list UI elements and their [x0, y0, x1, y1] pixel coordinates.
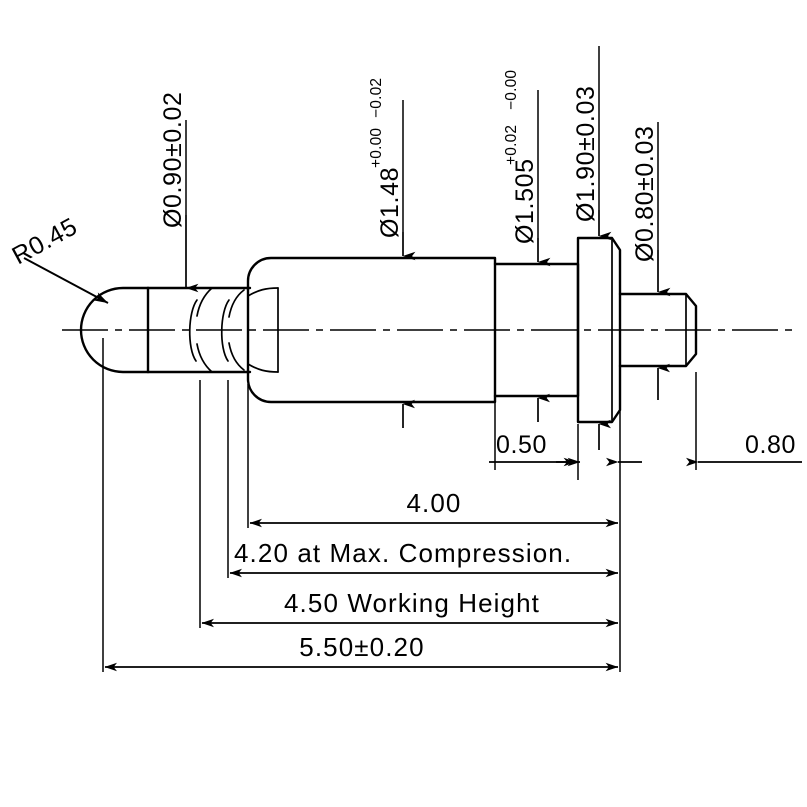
- tail-pin: [618, 292, 698, 368]
- crimp-arc-1: [188, 299, 198, 362]
- dia-148-text-group: Ø1.48: [376, 167, 404, 238]
- dia-1505-text-group: Ø1.505: [511, 158, 539, 244]
- dim-080-label: 0.80: [745, 431, 796, 459]
- radius-leader-line: [23, 257, 109, 304]
- crimp-arc-4: [196, 343, 213, 373]
- barrel-main-body: [246, 256, 497, 404]
- dia-148-label: Ø1.48: [376, 167, 404, 238]
- dim-450-label: 4.50 Working Height: [284, 588, 540, 618]
- barrel-left-fillet-top: [247, 287, 279, 297]
- dia-148-tol-upper-group: +0.00: [368, 128, 385, 168]
- crimp-arc-3: [196, 287, 213, 317]
- dim-050-label: 0.50: [496, 431, 547, 459]
- dia-148-tol-upper: +0.00: [368, 128, 385, 168]
- crimp-arc-6: [228, 342, 245, 371]
- dim-550-label: 5.50±0.20: [299, 632, 424, 662]
- dim-400-label: 4.00: [406, 488, 461, 518]
- dia-080-label: Ø0.80±0.03: [631, 126, 659, 262]
- dia-190-label: Ø1.90±0.03: [572, 86, 600, 222]
- dia-090-label: Ø0.90±0.02: [159, 92, 187, 228]
- radius-label: R0.45: [8, 212, 83, 270]
- dia-1505-tol-upper: +0.02: [503, 125, 520, 165]
- radius-text-group: R0.45: [8, 212, 83, 270]
- crimp-arc-2: [220, 299, 230, 362]
- dia-1505-tol-upper-group: +0.02: [503, 125, 520, 165]
- barrel-left-fillet-bottom: [247, 363, 279, 373]
- dia-1505-label: Ø1.505: [511, 158, 539, 244]
- dia-080-text-group: Ø0.80±0.03: [631, 126, 659, 262]
- dim-420-label: 4.20 at Max. Compression.: [234, 538, 572, 568]
- plunger-dome-tip: [79, 286, 150, 374]
- dia-190-text-group: Ø1.90±0.03: [572, 86, 600, 222]
- dia-148-tol-lower: −0.02: [368, 78, 385, 118]
- dia-1505-tol-lower: −0.00: [503, 70, 520, 110]
- crimp-arc-5: [228, 289, 245, 318]
- dia-090-text-group: Ø0.90±0.02: [159, 92, 187, 228]
- dia-148-tol-lower-group: −0.02: [368, 78, 385, 118]
- dia-1505-tol-lower-group: −0.00: [503, 70, 520, 110]
